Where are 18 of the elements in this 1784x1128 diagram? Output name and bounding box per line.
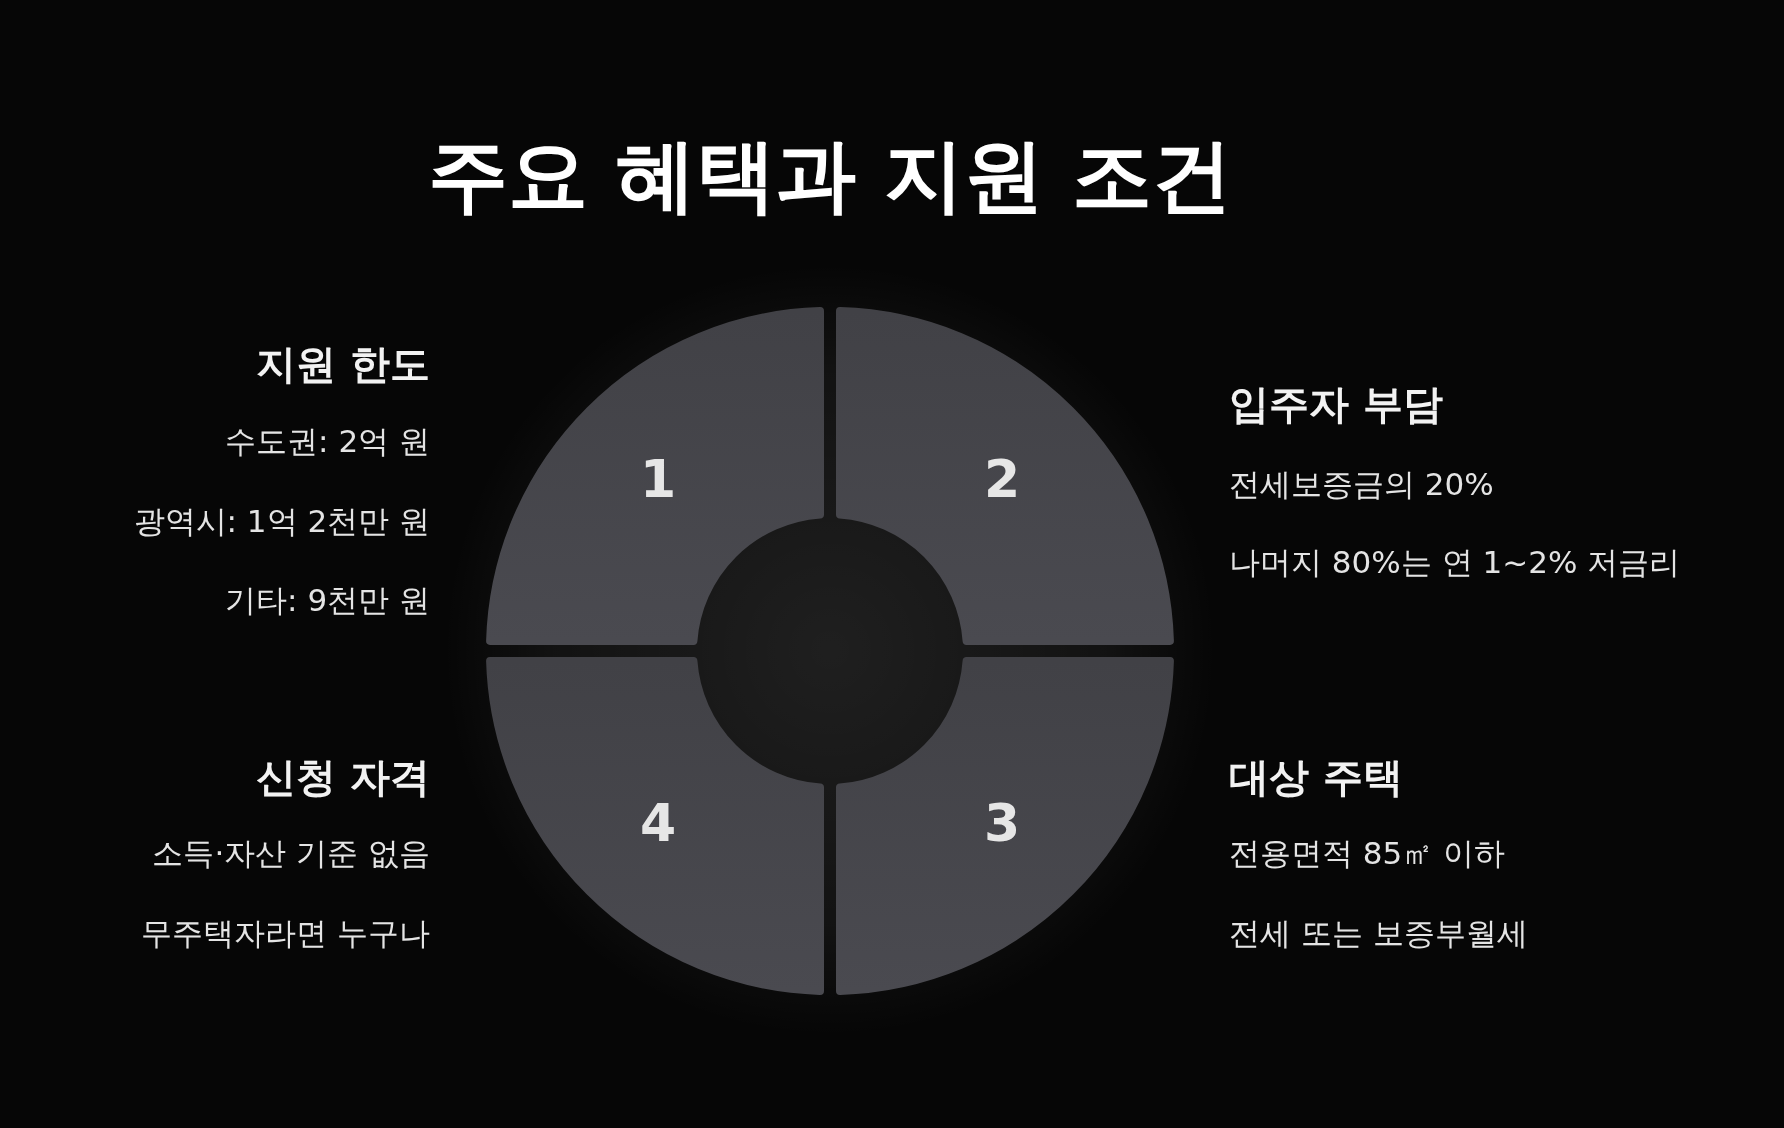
detail-text: 기타: 9천만 원 <box>225 581 430 620</box>
section-heading: 신청 자격 <box>256 753 430 801</box>
detail-text: 무주택자라면 누구나 <box>141 914 430 953</box>
segment-number: 1 <box>639 449 677 509</box>
section-heading: 지원 한도 <box>256 340 430 388</box>
detail-text: 전세 또는 보증부월세 <box>1229 914 1528 953</box>
segment-number: 3 <box>983 793 1021 853</box>
detail-text: 전용면적 85㎡ 이하 <box>1229 834 1506 873</box>
segment-number: 4 <box>639 793 677 853</box>
section-heading: 입주자 부담 <box>1229 380 1443 428</box>
detail-text: 수도권: 2억 원 <box>225 422 430 461</box>
detail-text: 소득·자산 기준 없음 <box>152 834 430 873</box>
section-heading: 대상 주택 <box>1229 753 1403 801</box>
detail-text: 광역시: 1억 2천만 원 <box>133 502 430 541</box>
diagram-title: 주요 혜택과 지원 조건 <box>427 128 1233 224</box>
detail-text: 나머지 80%는 연 1~2% 저금리 <box>1229 543 1681 582</box>
segment-number: 2 <box>983 449 1021 509</box>
detail-text: 전세보증금의 20% <box>1229 465 1494 504</box>
